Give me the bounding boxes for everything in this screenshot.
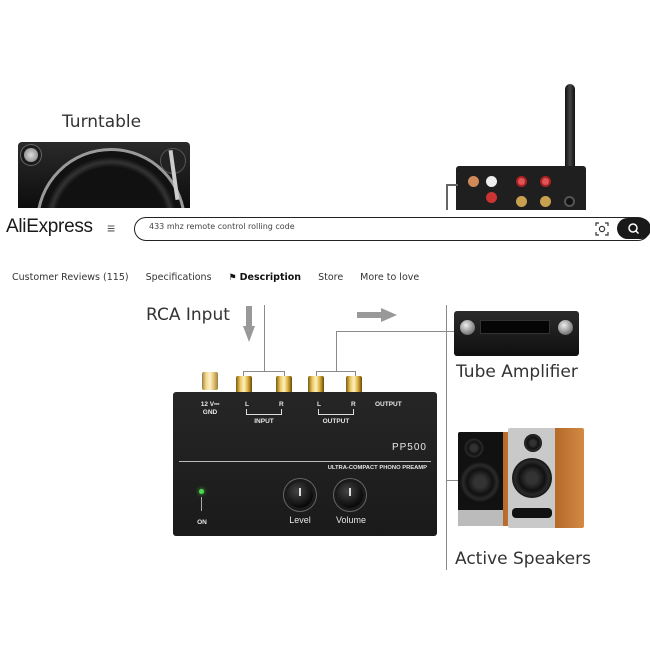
tube-amplifier-image xyxy=(454,311,579,356)
connection-line xyxy=(336,331,454,332)
pp500-preamp-image: 12 V⎓ GND L R INPUT L R OUTPUT OUTPUT PP… xyxy=(173,392,437,536)
search-input[interactable] xyxy=(149,222,569,231)
arrow-down-icon xyxy=(243,306,255,342)
tweeter xyxy=(464,438,484,458)
volume-label: Volume xyxy=(335,515,367,525)
ground-terminal xyxy=(202,372,218,390)
search-icon xyxy=(628,223,640,235)
output-r-jack xyxy=(346,376,362,394)
amp-display xyxy=(480,320,550,334)
woofer xyxy=(512,458,552,498)
tab-specifications[interactable]: Specifications xyxy=(145,272,212,283)
tweeter xyxy=(524,434,542,452)
product-tabs: Customer Reviews (115) Specifications ⚑D… xyxy=(12,272,436,283)
tab-store[interactable]: Store xyxy=(318,272,344,283)
volume-knob xyxy=(337,482,363,508)
amp-knob-right xyxy=(558,320,573,335)
search-button[interactable] xyxy=(617,218,650,239)
location-pin-icon: ⚑ xyxy=(228,273,237,283)
input-bracket xyxy=(246,409,282,415)
speaker-terminal xyxy=(540,196,551,207)
aliexpress-logo[interactable]: AliExpress xyxy=(6,216,93,237)
tab-description[interactable]: ⚑Description xyxy=(229,272,302,283)
power-label: 12 V⎓ xyxy=(200,401,220,408)
input-r-label: R xyxy=(279,401,284,408)
receiver-antenna xyxy=(565,84,575,176)
output-l-jack xyxy=(308,376,324,394)
connection-line xyxy=(264,305,265,372)
hamburger-menu-icon[interactable]: ≡ xyxy=(107,220,116,236)
divider xyxy=(179,461,431,462)
tab-customer-reviews[interactable]: Customer Reviews (115) xyxy=(12,272,129,283)
turntable-label: Turntable xyxy=(62,112,142,132)
speaker-terminal xyxy=(516,196,527,207)
level-knob xyxy=(287,482,313,508)
tab-more-to-love[interactable]: More to love xyxy=(360,272,420,283)
amp-knob-left xyxy=(460,320,475,335)
receiver-back-panel-image xyxy=(456,166,586,210)
output-bracket xyxy=(318,409,354,415)
input-l-jack xyxy=(236,376,252,394)
connection-line xyxy=(446,305,447,570)
connection-wire xyxy=(446,184,458,210)
output-r-label: R xyxy=(351,401,356,408)
input-label: INPUT xyxy=(254,418,274,425)
rca-jack xyxy=(486,176,497,187)
connection-line xyxy=(243,371,285,372)
rca-input-label: RCA Input xyxy=(146,305,230,325)
rca-jack xyxy=(486,192,497,203)
right-speaker-image xyxy=(508,428,584,528)
output-l-label: L xyxy=(317,401,321,408)
output-label: OUTPUT xyxy=(322,418,350,425)
speaker-terminal xyxy=(540,176,551,187)
gnd-label: GND xyxy=(202,409,218,416)
woofer xyxy=(460,462,500,502)
speaker-base xyxy=(458,510,503,526)
image-search-icon[interactable] xyxy=(595,222,609,236)
search-bar xyxy=(134,217,650,241)
turntable-image xyxy=(18,142,190,208)
led-line xyxy=(201,497,202,511)
rca-jack xyxy=(468,176,479,187)
tab-description-label: Description xyxy=(239,272,302,283)
output-label-right: OUTPUT xyxy=(375,401,402,408)
connection-line xyxy=(336,331,337,372)
power-led xyxy=(199,489,204,494)
on-label: ON xyxy=(197,519,207,526)
connection-line xyxy=(316,371,356,372)
active-speakers-label: Active Speakers xyxy=(455,549,591,569)
speaker-terminal xyxy=(516,176,527,187)
model-label: PP500 xyxy=(391,442,427,453)
speaker-port xyxy=(512,508,552,518)
input-r-jack xyxy=(276,376,292,394)
tube-amplifier-label: Tube Amplifier xyxy=(456,362,578,382)
arrow-right-icon xyxy=(357,308,397,322)
input-l-label: L xyxy=(245,401,249,408)
turntable-knob xyxy=(24,148,38,162)
level-label: Level xyxy=(289,515,311,525)
power-jack xyxy=(564,196,575,207)
subtitle-label: ULTRA-COMPACT PHONO PREAMP xyxy=(327,465,427,471)
